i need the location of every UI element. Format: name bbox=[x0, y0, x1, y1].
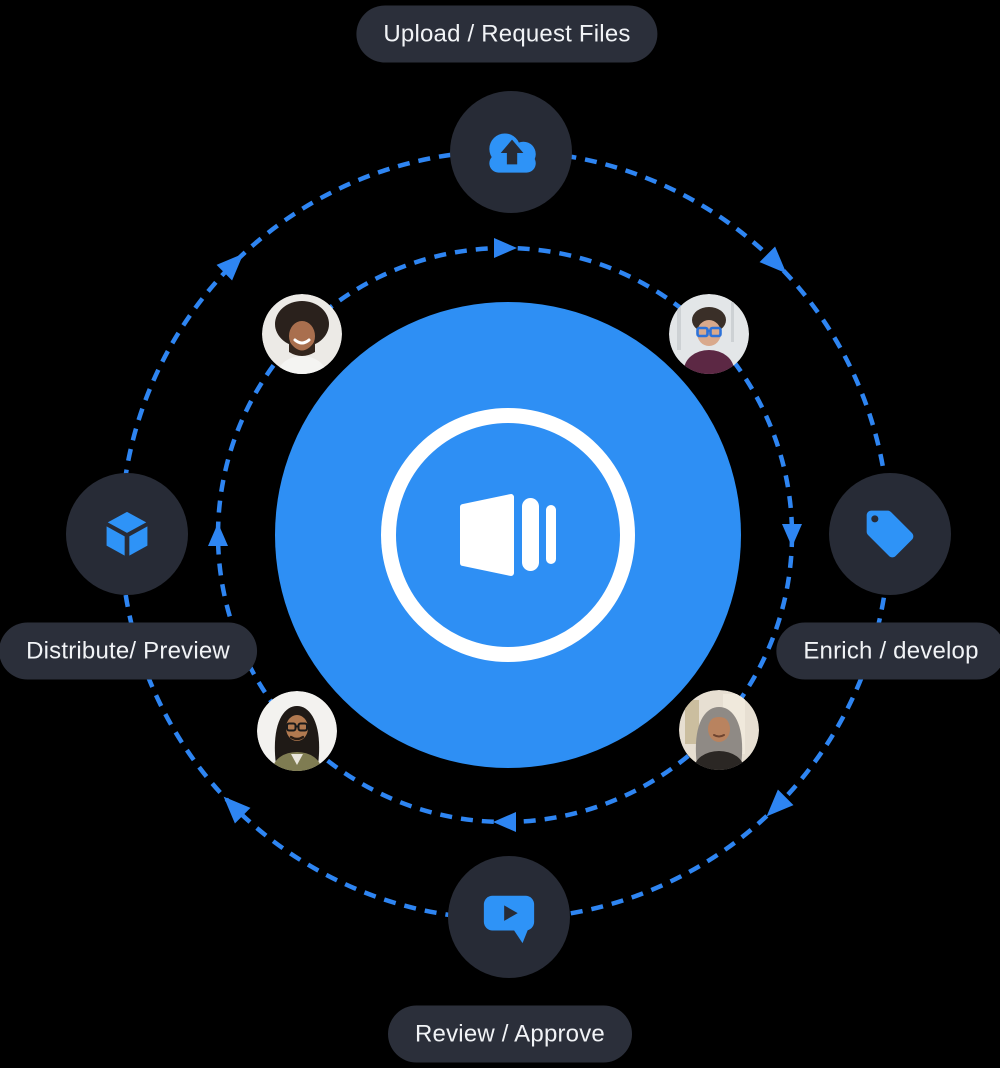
step-label-text: Upload / Request Files bbox=[383, 20, 631, 47]
step-label-enrich: Enrich / develop bbox=[776, 622, 1000, 680]
step-label-distribute: Distribute/ Preview bbox=[0, 622, 257, 680]
avatar-bottom-left bbox=[257, 691, 337, 771]
orbit-arrow-inner-bottom bbox=[493, 812, 516, 832]
step-label-text: Enrich / develop bbox=[803, 637, 979, 664]
cloud-upload-icon bbox=[489, 133, 536, 173]
step-node-enrich bbox=[829, 473, 951, 595]
brand-logo-icon bbox=[460, 494, 556, 576]
step-node-upload bbox=[450, 91, 572, 213]
cube-icon bbox=[106, 511, 148, 556]
tag-icon bbox=[866, 510, 914, 558]
orbit-arrow-outer-nw bbox=[216, 253, 244, 281]
orbit-arrow-outer-se bbox=[766, 789, 794, 817]
orbit-arrow-inner-left bbox=[208, 523, 228, 546]
step-node-review bbox=[448, 856, 570, 978]
avatar-top-right bbox=[669, 294, 749, 374]
orbit-arrow-outer-ne bbox=[759, 246, 787, 274]
brand-ring bbox=[381, 408, 635, 662]
step-label-text: Distribute/ Preview bbox=[26, 637, 230, 664]
step-label-text: Review / Approve bbox=[415, 1020, 605, 1047]
avatar-top-left bbox=[262, 294, 342, 374]
orbit-arrow-outer-sw bbox=[223, 796, 251, 824]
orbit-arrow-inner-right bbox=[782, 524, 802, 547]
comment-play-icon bbox=[483, 895, 535, 944]
step-label-upload: Upload / Request Files bbox=[356, 5, 658, 63]
brand-circle bbox=[275, 302, 741, 768]
avatar-bottom-right bbox=[679, 690, 759, 770]
step-label-review: Review / Approve bbox=[388, 1005, 632, 1063]
orbit-arrow-inner-top bbox=[494, 238, 517, 258]
step-node-distribute bbox=[66, 473, 188, 595]
